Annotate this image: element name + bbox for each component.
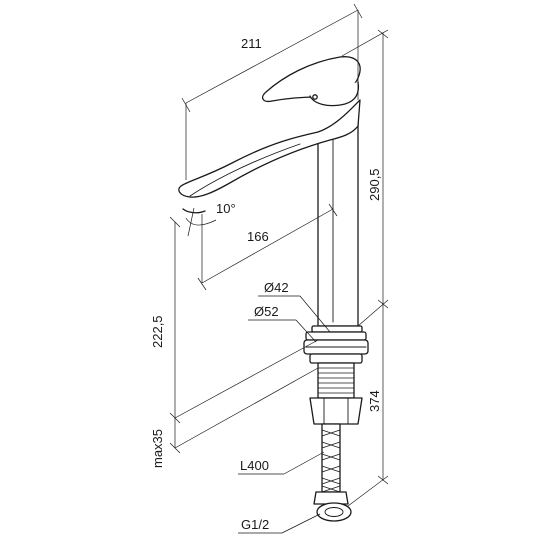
dimensions: 211 290,5 374 10° (150, 3, 389, 534)
dim-counter-thickness: max35 (150, 367, 319, 468)
label-body-height: 290,5 (367, 168, 382, 201)
fixing-nut (309, 353, 363, 364)
dim-connection-thread: G1/2 (238, 513, 321, 534)
label-body-diameter: Ø42 (264, 280, 289, 295)
hose-connector-nut (316, 502, 352, 522)
dim-base-diameter: Ø52 (248, 304, 317, 343)
lever-screw (312, 94, 318, 100)
label-base-diameter: Ø52 (254, 304, 279, 319)
dim-total-reach: 211 (181, 3, 363, 180)
label-counter-thickness: max35 (150, 429, 165, 468)
dim-hose-length: L400 (238, 451, 325, 475)
dim-aerator-angle: 10° (185, 201, 236, 237)
hose-fitting (313, 491, 349, 505)
mounting-nut (309, 397, 363, 425)
label-hose-length: L400 (240, 458, 269, 473)
hose-connector-bore (324, 507, 344, 517)
faucet-spout (178, 99, 361, 198)
label-total-reach: 211 (241, 36, 262, 51)
label-total-height: 374 (367, 390, 382, 412)
flexible-hose (321, 423, 341, 493)
base-ring-upper (311, 325, 363, 333)
faucet (178, 56, 369, 522)
dim-spout-reach: 166 (197, 203, 338, 291)
dim-body-diameter: Ø42 (258, 280, 331, 333)
label-aerator-angle: 10° (216, 201, 236, 216)
shank-thread (318, 367, 354, 394)
dim-total-height: 374 (347, 304, 389, 507)
threaded-shank (317, 362, 355, 399)
spout-underside-line (189, 143, 301, 197)
base-ring (305, 331, 367, 341)
label-connection-thread: G1/2 (241, 517, 269, 532)
label-outlet-height: 222,5 (150, 315, 165, 348)
label-spout-reach: 166 (247, 229, 269, 244)
dim-outlet-height: 222,5 (150, 216, 319, 424)
